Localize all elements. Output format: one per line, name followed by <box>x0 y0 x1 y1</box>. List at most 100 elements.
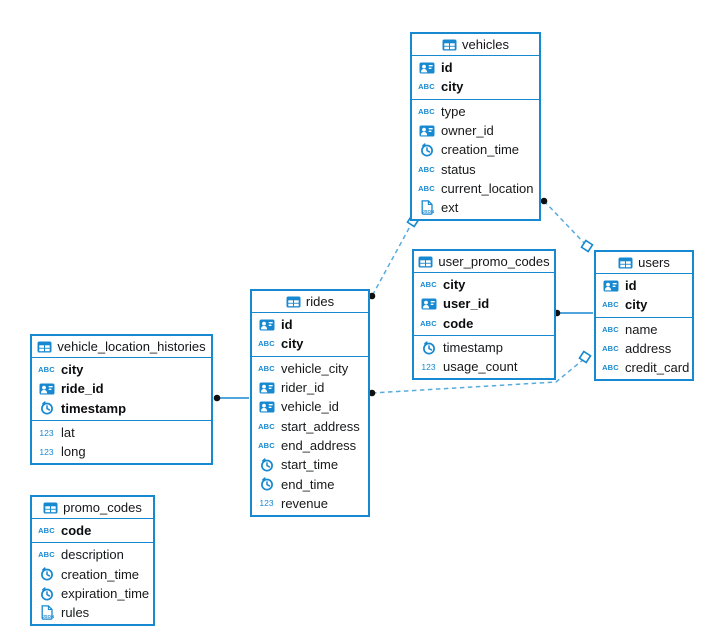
column-name: id <box>625 278 637 294</box>
timestamp-type-icon <box>36 567 57 581</box>
column-row-id[interactable]: id <box>412 58 539 77</box>
column-name: city <box>61 362 84 378</box>
table-header-rides[interactable]: rides <box>252 291 368 313</box>
column-name: end_time <box>281 476 335 492</box>
table-icon <box>37 341 52 353</box>
dot-end-marker <box>540 197 548 205</box>
table-header-promo_codes[interactable]: promo_codes <box>32 497 153 519</box>
table-header-users[interactable]: users <box>596 252 692 274</box>
column-name: vehicle_id <box>281 399 339 415</box>
relationship-vehicle_location_histories-rides[interactable] <box>213 394 249 402</box>
uuid-type-icon <box>256 319 277 331</box>
column-row-end_time[interactable]: end_time <box>252 474 368 493</box>
relationship-vehicles-users[interactable] <box>540 197 594 253</box>
column-name: timestamp <box>443 340 503 356</box>
column-name: id <box>281 317 293 333</box>
column-row-revenue[interactable]: 123 revenue <box>252 494 368 513</box>
column-row-owner_id[interactable]: owner_id <box>412 121 539 140</box>
column-name: credit_card <box>625 360 690 376</box>
column-row-creation_time[interactable]: creation_time <box>412 140 539 159</box>
number-type-icon: 123 <box>421 361 436 372</box>
column-name: revenue <box>281 495 328 511</box>
relationship-line[interactable] <box>371 358 585 394</box>
diamond-end-marker <box>580 239 594 253</box>
column-row-user_id[interactable]: user_id <box>414 294 554 313</box>
relationship-line[interactable] <box>543 200 588 247</box>
column-row-expiration_time[interactable]: expiration_time <box>32 584 153 603</box>
timestamp-type-icon <box>256 477 277 491</box>
uuid-type-icon <box>256 382 277 394</box>
column-name: ext <box>441 200 459 216</box>
table-header-vehicles[interactable]: vehicles <box>412 34 539 56</box>
table-name: user_promo_codes <box>438 254 550 269</box>
column-name: vehicle_city <box>281 360 349 376</box>
column-row-ride_id[interactable]: ride_id <box>32 379 211 398</box>
uuid-type-icon <box>600 280 621 292</box>
string-type-icon: ABC <box>418 82 435 92</box>
relationship-line[interactable] <box>371 220 414 297</box>
table-name: vehicle_location_histories <box>57 339 206 354</box>
column-name: status <box>441 161 476 177</box>
table-name: users <box>638 255 670 270</box>
column-name: id <box>441 60 453 76</box>
uuid-type-icon <box>416 62 437 74</box>
timestamp-type-icon <box>416 143 437 157</box>
column-name: code <box>61 523 92 539</box>
number-type-icon: 123 <box>259 498 274 509</box>
column-name: ride_id <box>61 381 104 397</box>
column-row-start_time[interactable]: start_time <box>252 455 368 474</box>
string-type-icon: ABC <box>258 363 275 373</box>
column-row-id[interactable]: id <box>596 276 692 295</box>
diamond-end-marker <box>578 350 592 364</box>
json-type-icon: JSON <box>416 200 437 215</box>
table-header-user_promo_codes[interactable]: user_promo_codes <box>414 251 554 273</box>
column-row-timestamp[interactable]: timestamp <box>32 399 211 418</box>
column-row-id[interactable]: id <box>252 315 368 334</box>
column-row-rider_id[interactable]: rider_id <box>252 378 368 397</box>
table-header-vehicle_location_histories[interactable]: vehicle_location_histories <box>32 336 211 358</box>
column-row-vehicle_id[interactable]: vehicle_id <box>252 397 368 416</box>
column-row-timestamp[interactable]: timestamp <box>414 338 554 357</box>
relationship-rides-users[interactable] <box>368 350 592 397</box>
uuid-type-icon <box>418 298 439 310</box>
column-row-creation_time[interactable]: creation_time <box>32 565 153 584</box>
column-row-ext[interactable]: JSON ext <box>412 198 539 217</box>
column-row-vehicle_city[interactable]: ABC vehicle_city <box>252 359 368 378</box>
column-name: start_time <box>281 457 339 473</box>
relationship-user_promo_codes-users[interactable] <box>553 309 593 317</box>
table-icon <box>442 39 457 51</box>
